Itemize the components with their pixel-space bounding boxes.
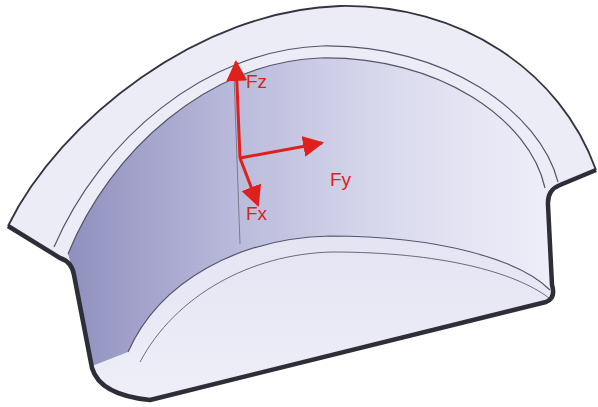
force-label: Fx — [246, 204, 267, 223]
force-label: Fz — [246, 72, 267, 91]
outer-rim — [8, 6, 596, 226]
floor-inner-edge — [140, 252, 549, 362]
force-label: Fy — [330, 170, 351, 189]
force-arrow-z — [236, 62, 240, 158]
flange-surface — [8, 6, 596, 400]
force-arrow-y — [240, 143, 322, 158]
floor-fillet-edge — [128, 236, 550, 352]
section-cut — [8, 170, 596, 400]
wall-top-edge — [68, 58, 545, 254]
force-arrow-x — [240, 158, 258, 205]
flange-fillet-edge — [54, 46, 558, 247]
